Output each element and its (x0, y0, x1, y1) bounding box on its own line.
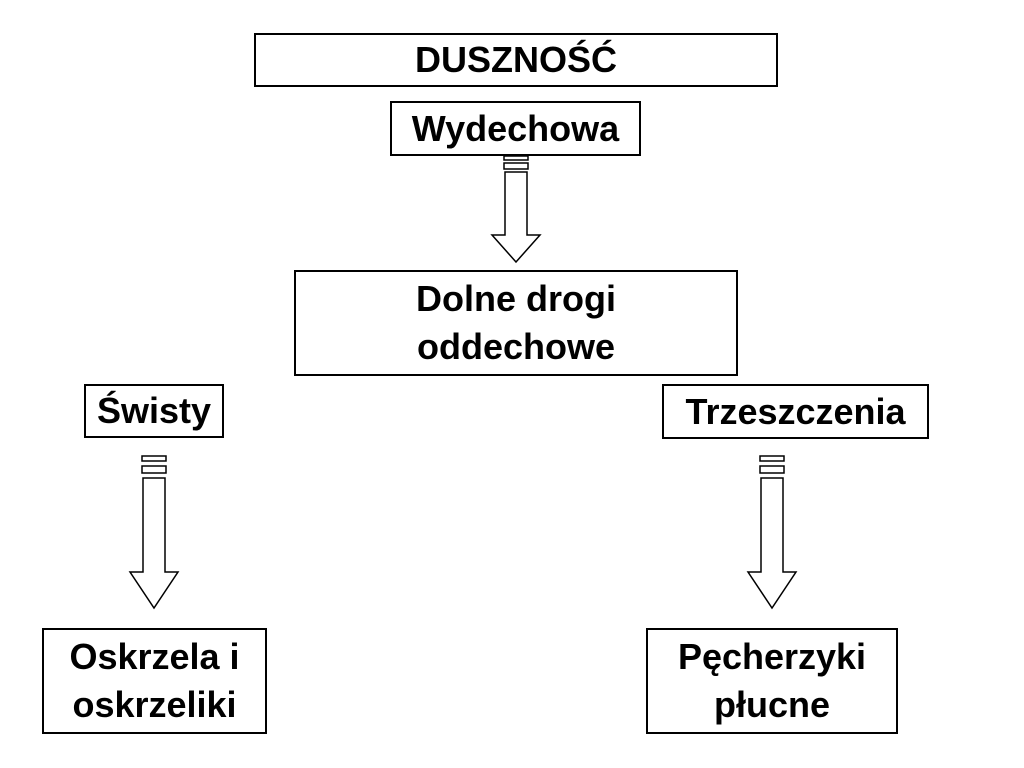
arrow-down-center (490, 155, 542, 264)
right-target-line1: Pęcherzyki (677, 636, 867, 677)
type-box: Wydechowa (390, 101, 641, 156)
left-sign-text: Świsty (96, 390, 212, 431)
location-box: Dolne drogi oddechowe (294, 270, 738, 376)
left-target-line2: oskrzeliki (72, 684, 237, 725)
title-text: DUSZNOŚĆ (414, 39, 617, 80)
right-sign-box: Trzeszczenia (662, 384, 929, 439)
right-target-box: Pęcherzyki płucne (646, 628, 898, 734)
left-sign-box: Świsty (84, 384, 224, 438)
right-sign-text: Trzeszczenia (685, 390, 906, 432)
left-target-box: Oskrzela i oskrzeliki (42, 628, 267, 734)
location-line1: Dolne drogi (416, 278, 616, 319)
location-line2: oddechowe (416, 326, 616, 367)
left-target-line1: Oskrzela i (69, 636, 240, 677)
arrow-down-right (746, 455, 798, 610)
arrow-down-left (128, 455, 180, 610)
type-text: Wydechowa (411, 107, 620, 149)
title-box: DUSZNOŚĆ (254, 33, 778, 87)
right-target-line2: płucne (713, 684, 830, 725)
